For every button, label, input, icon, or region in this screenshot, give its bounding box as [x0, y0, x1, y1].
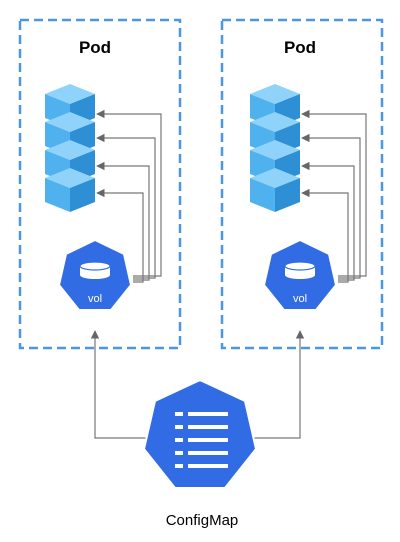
pod-2-volume: vol — [262, 238, 338, 311]
pod-1-volume-label: vol — [88, 293, 102, 305]
configmap-label: ConfigMap — [166, 512, 239, 529]
configmap-to-pod-2-arrow — [254, 330, 305, 439]
pod-2-volume-cylinder — [284, 261, 316, 279]
configmap-list-lines — [175, 412, 228, 468]
pod-2: Pod — [220, 18, 384, 350]
pod-1-mount-arrows — [96, 109, 162, 283]
pod-1-title: Pod — [79, 38, 111, 57]
pod-1-container-icon — [45, 84, 95, 212]
pod-2-border — [220, 18, 384, 350]
pod-1-mount-arrow-3 — [96, 161, 150, 281]
pod-2-container-cube-4 — [250, 168, 300, 212]
pod-2-container-cube-3 — [250, 140, 300, 184]
configmap-list-icon — [142, 378, 258, 489]
pod-2-container-icon — [250, 84, 300, 212]
pod-1-border — [18, 18, 182, 350]
pod-1: Pod — [18, 18, 182, 350]
pod-1-mount-arrow-2 — [96, 133, 156, 279]
pod-2-title: Pod — [284, 38, 316, 57]
pod-1-volume: vol — [57, 238, 133, 311]
pod-1-container-cube-4 — [45, 168, 95, 212]
pod-2-mount-arrow-4 — [301, 188, 349, 283]
configmap-to-pod-1-arrow — [90, 330, 150, 439]
pod-2-mount-arrow-3 — [301, 161, 355, 281]
configmap-arrows — [90, 330, 305, 439]
pod-2-volume-label: vol — [293, 293, 307, 305]
pod-1-mount-arrow-1 — [96, 109, 162, 277]
pod-1-volume-cylinder — [79, 261, 111, 279]
pod-2-mount-arrows — [301, 109, 367, 283]
pod-2-mount-arrow-2 — [301, 133, 361, 279]
configmap: ConfigMap — [142, 378, 258, 529]
pod-1-mount-arrow-4 — [96, 188, 144, 283]
pod-2-mount-arrow-1 — [301, 109, 367, 277]
